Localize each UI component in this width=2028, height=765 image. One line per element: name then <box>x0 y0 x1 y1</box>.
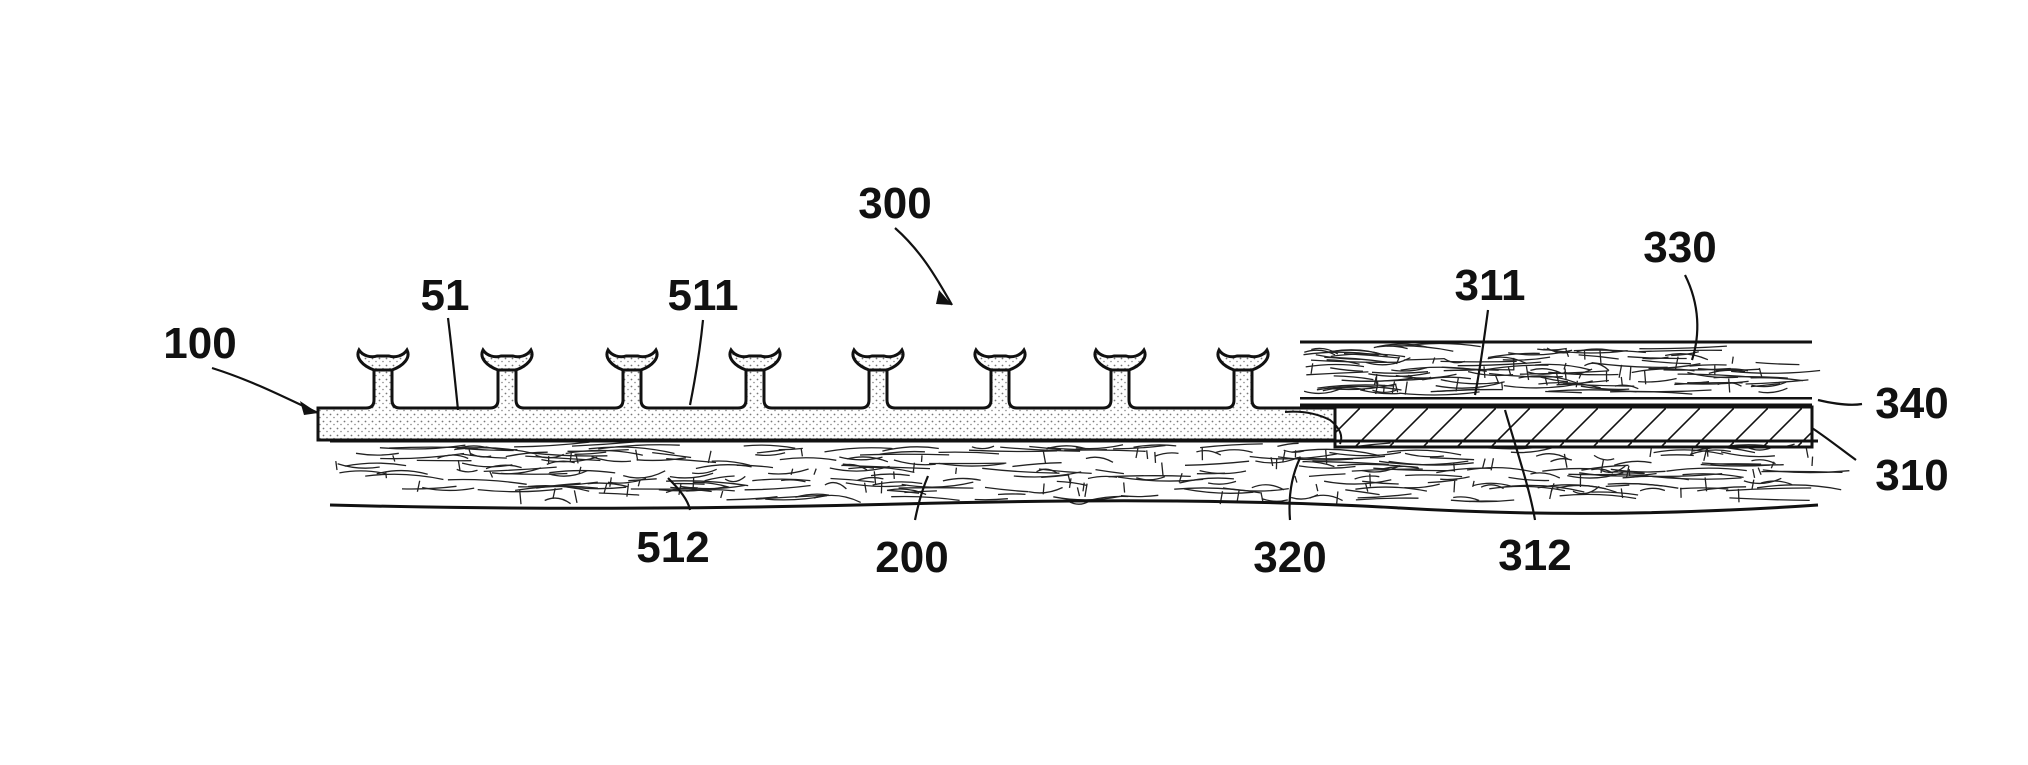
ref-label-311: 311 <box>1455 261 1526 310</box>
leader-511 <box>690 320 703 405</box>
fiber-tick <box>1155 452 1156 463</box>
leader-310 <box>1812 428 1856 460</box>
hook-head <box>1095 350 1145 370</box>
fiber-tick <box>1502 382 1503 389</box>
arrowhead-100 <box>300 401 318 415</box>
fiber-tick <box>1584 350 1585 360</box>
ref-label-310: 310 <box>1875 451 1948 500</box>
hook-strip-body <box>318 370 1335 440</box>
fiber-tick <box>693 477 694 491</box>
ref-label-100: 100 <box>163 319 236 368</box>
ref-label-312: 312 <box>1498 531 1571 580</box>
hook-heads <box>358 350 1268 370</box>
fiber-stroke <box>674 484 705 485</box>
fiber-tick <box>1738 489 1739 502</box>
ref-label-200: 200 <box>875 533 948 582</box>
fiber-tick <box>1370 474 1371 487</box>
fiber-tick <box>1454 463 1455 472</box>
ref-label-340: 340 <box>1875 379 1948 428</box>
fiber-tick <box>1454 481 1455 493</box>
hook-head <box>975 350 1025 370</box>
fiber-tick <box>386 472 387 478</box>
hook-head <box>358 350 408 370</box>
fiber-tick <box>1812 457 1813 466</box>
fiber-tick <box>1707 448 1708 456</box>
hook-head <box>1218 350 1268 370</box>
hook-head <box>607 350 657 370</box>
fiber-tick <box>956 468 957 474</box>
fiber-tick <box>1384 385 1385 394</box>
ref-label-51: 51 <box>421 271 470 320</box>
ref-label-320: 320 <box>1253 533 1326 582</box>
fiber-tick <box>1484 366 1485 378</box>
hook-head <box>482 350 532 370</box>
hook-strip <box>318 350 1335 440</box>
hook-head <box>853 350 903 370</box>
fiber-tick <box>1629 469 1630 476</box>
leader-300 <box>895 228 952 305</box>
hatched-layer-310 <box>1335 407 1812 447</box>
ref-label-300: 300 <box>858 179 931 228</box>
leader-51 <box>448 318 458 410</box>
ref-label-512: 512 <box>636 523 709 572</box>
ref-label-511: 511 <box>668 271 739 320</box>
fiber-tick <box>1124 482 1125 492</box>
fiber-tick <box>1147 450 1148 459</box>
fiber-stroke <box>1661 455 1694 456</box>
fiber-stroke <box>998 494 1026 495</box>
hook-head <box>730 350 780 370</box>
leader-340 <box>1818 400 1862 405</box>
base-fabric-layer-200 <box>330 440 1849 513</box>
fiber-tick <box>894 471 895 479</box>
fibrous-top-layer-330 <box>1300 342 1820 397</box>
film-layer-340 <box>1300 398 1812 405</box>
fiber-tick <box>922 455 923 462</box>
ref-label-330: 330 <box>1643 223 1716 272</box>
fiber-stroke <box>1197 473 1225 474</box>
fiber-tick <box>1043 484 1044 495</box>
fiber-tick <box>1621 377 1622 385</box>
